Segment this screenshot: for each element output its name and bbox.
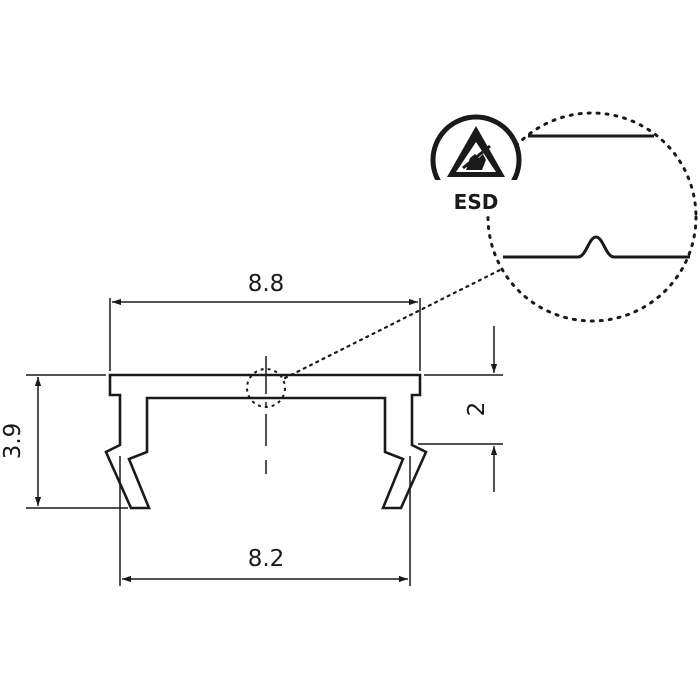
dimension-total-height-label: 3.9 bbox=[0, 423, 26, 460]
dimension-leg-height bbox=[418, 326, 503, 492]
dimension-top-width bbox=[109, 298, 421, 371]
dimension-total-height bbox=[26, 374, 128, 509]
esd-badge: ESD bbox=[430, 114, 522, 214]
dimension-bottom-width-label: 8.2 bbox=[248, 546, 285, 572]
dimension-top-width-label: 8.8 bbox=[248, 271, 285, 297]
profile-cross-section bbox=[104, 373, 428, 510]
detail-leader-line bbox=[283, 268, 502, 380]
detail-magnified-view bbox=[486, 111, 698, 323]
dimension-bottom-width bbox=[119, 456, 411, 586]
detail-marker-circle bbox=[246, 368, 286, 408]
esd-badge-label: ESD bbox=[454, 190, 499, 214]
dimension-leg-height-label: 2 bbox=[464, 402, 490, 417]
